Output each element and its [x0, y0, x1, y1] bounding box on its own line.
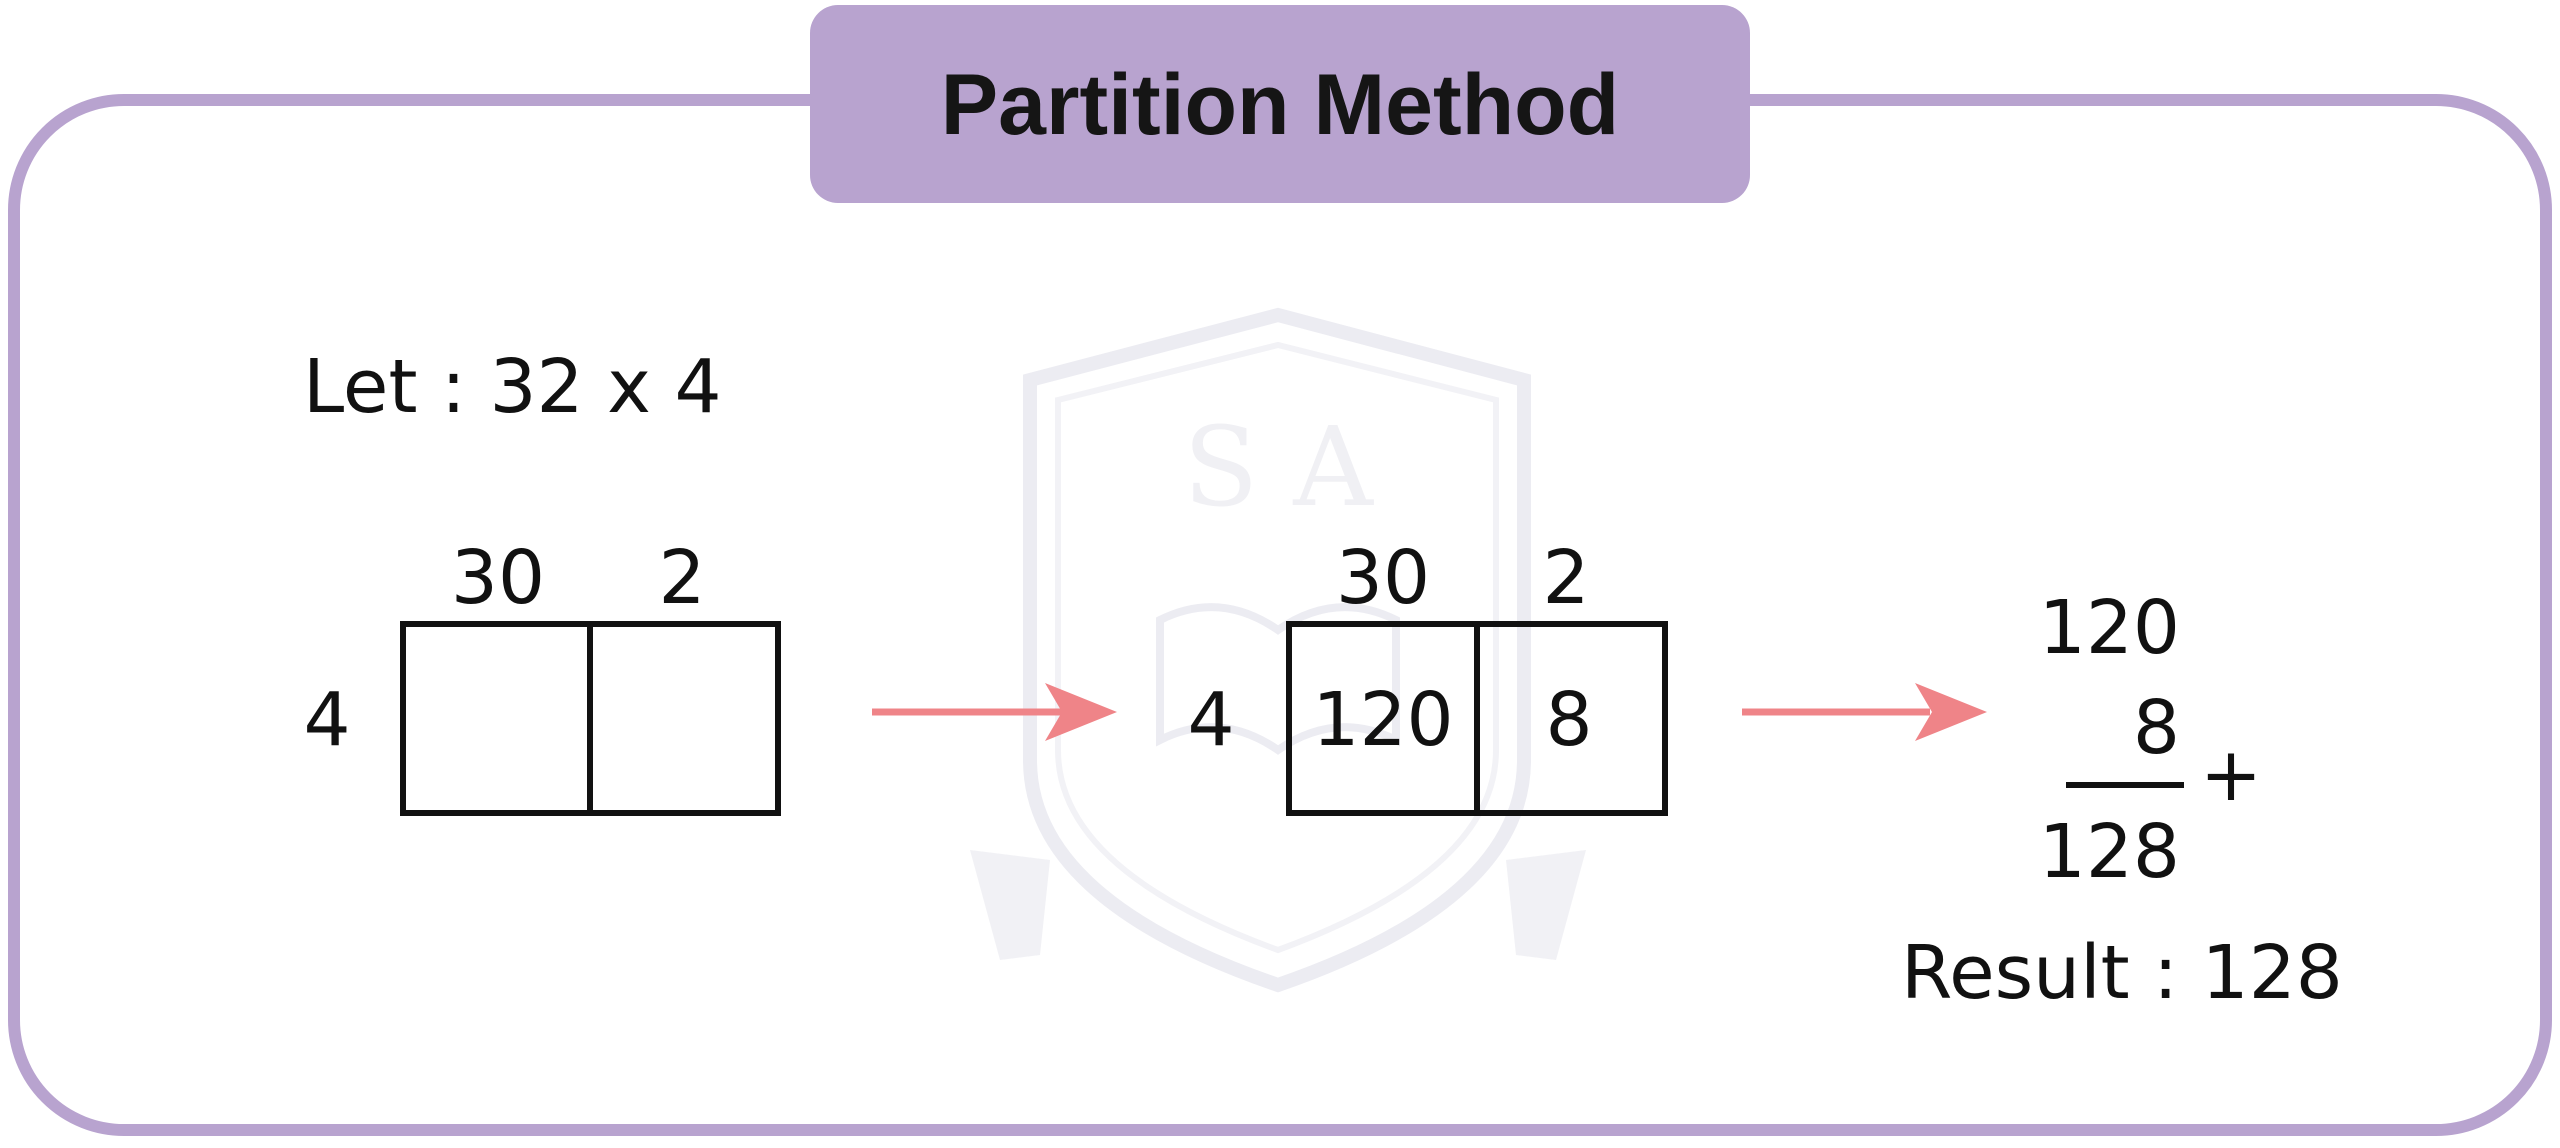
- arrow-right-icon: [872, 683, 1117, 741]
- watermark-text: S A: [1183, 403, 1374, 531]
- grid2-cell-ones-value: 8: [1545, 677, 1592, 763]
- grid2-header-tens: 30: [1336, 535, 1430, 621]
- grid2-cell-tens-value: 120: [1312, 677, 1453, 763]
- result-label: Result : 128: [1901, 930, 2343, 1016]
- column-addition: 120 8 + 128: [2039, 585, 2262, 895]
- title-background: [810, 5, 1750, 203]
- grid1-header-ones: 2: [658, 535, 705, 621]
- grid1-header-tens: 30: [451, 535, 545, 621]
- addend-1: 120: [2039, 585, 2180, 671]
- sum-total: 128: [2039, 809, 2180, 895]
- addend-2: 8: [2133, 685, 2180, 771]
- grid2-cell-ones: [1474, 621, 1668, 816]
- grid2-header-ones: 2: [1542, 535, 1589, 621]
- partition-grid-filled: 30 2 4 120 8: [1187, 535, 1668, 816]
- grid2-multiplier: 4: [1187, 677, 1234, 763]
- partition-grid-empty: 30 2 4: [303, 535, 781, 816]
- plus-sign: +: [2200, 732, 2262, 818]
- title-tab: Partition Method: [810, 5, 1750, 203]
- grid1-multiplier: 4: [303, 677, 350, 763]
- page-title: Partition Method: [941, 57, 1619, 153]
- grid1-cell-ones: [587, 621, 781, 816]
- arrow-right-icon: [1742, 683, 1987, 741]
- example-label: Let : 32 x 4: [303, 344, 722, 430]
